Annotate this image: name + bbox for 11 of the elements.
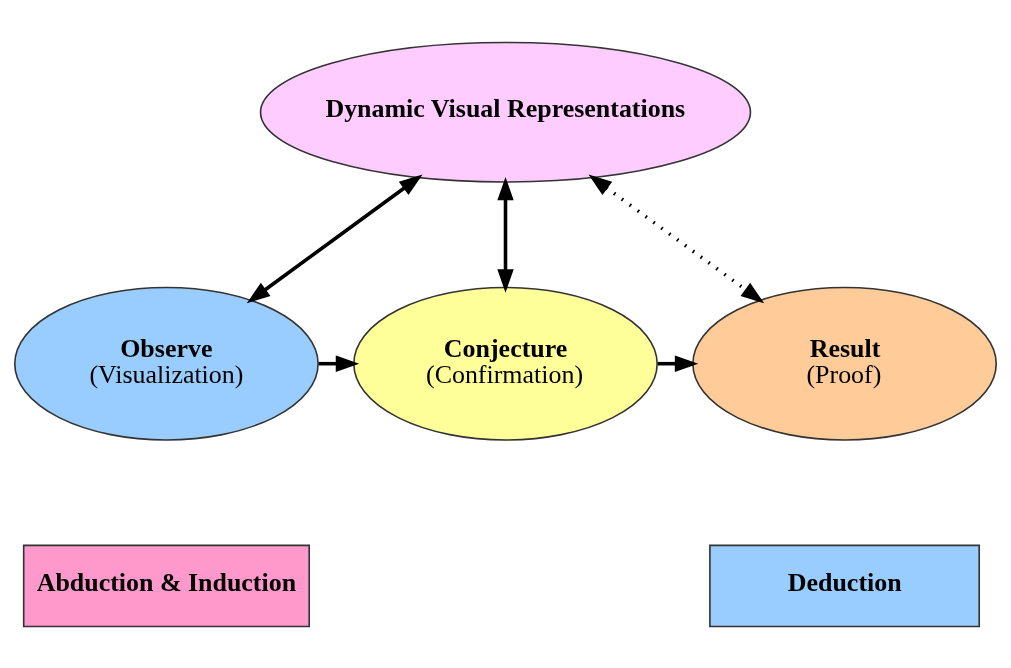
node-ellipse: Dynamic Visual Representations <box>259 41 752 183</box>
arrow <box>657 355 699 372</box>
node-box: Abduction & Induction <box>22 544 310 627</box>
node-ellipse: Result (Proof) <box>692 286 998 441</box>
arrow <box>318 355 360 372</box>
arrow <box>588 174 765 303</box>
node-ellipse: Conjecture (Confirmation) <box>353 286 658 441</box>
node-ellipse: Observe (Visualization) <box>13 286 319 441</box>
node-box: Deduction <box>709 544 980 627</box>
arrow <box>497 176 514 293</box>
arrow <box>246 174 423 303</box>
